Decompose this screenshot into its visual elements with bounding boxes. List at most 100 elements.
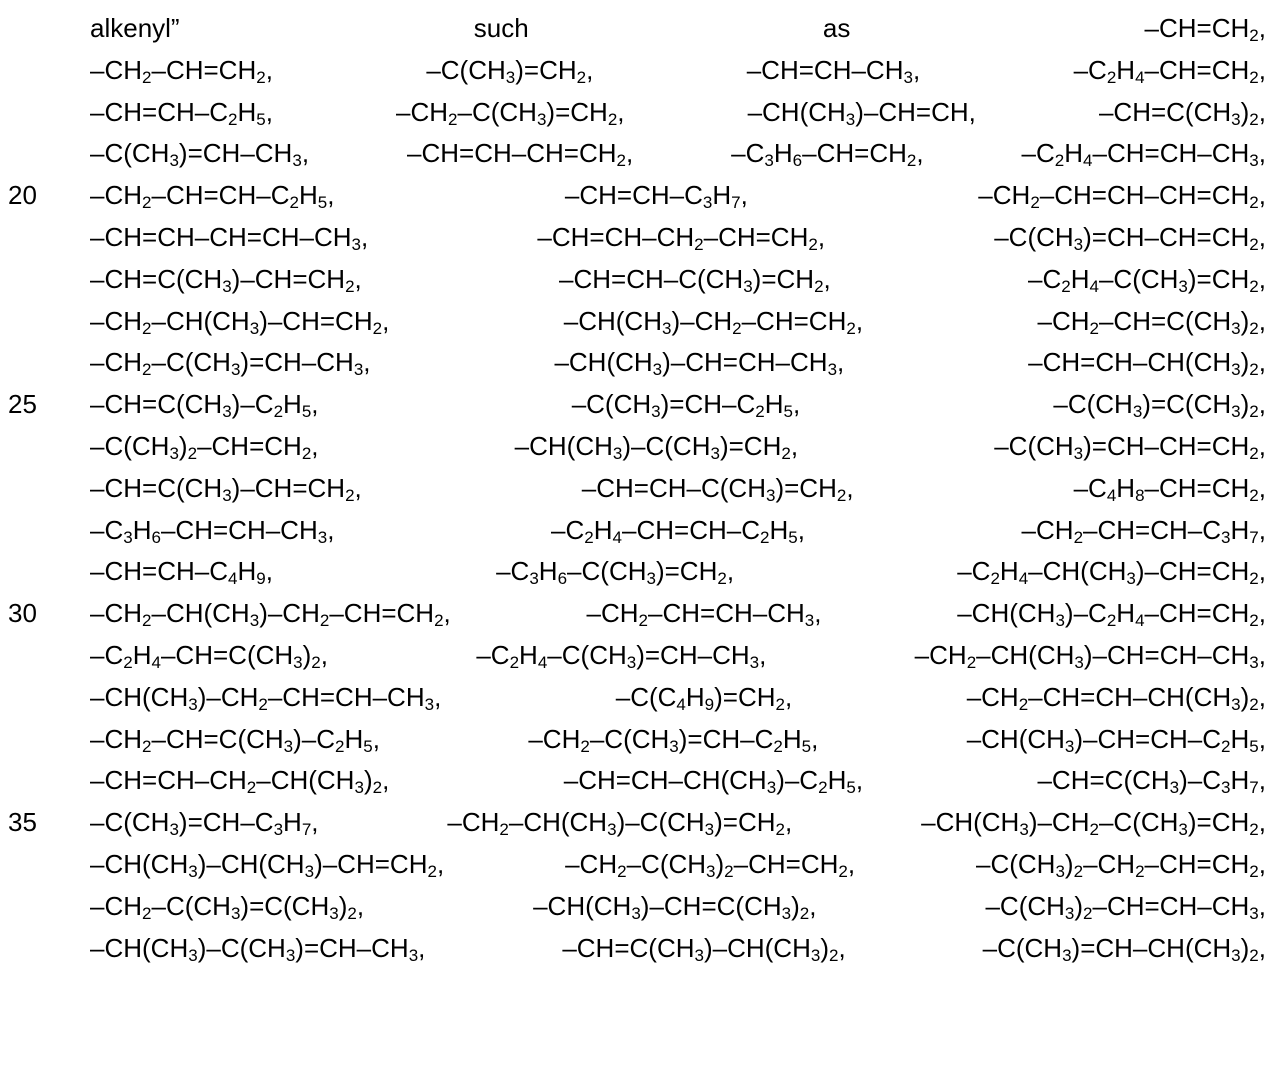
text-line: –CH2–CH(CH3)–CH=CH2, –CH(CH3)–CH2–CH=CH2,… [90, 301, 1266, 341]
text-line: –CH2–CH=CH2, –C(CH3)=CH2, –CH=CH–CH3, –C2H4… [90, 50, 1266, 90]
formula-item: –CH(CH3)–CH=C(CH3)2, [533, 890, 817, 923]
text-line: –CH2–CH=CH–C2H5,–CH=CH–C3H7,–CH2–CH=CH–C… [90, 175, 1266, 215]
formula-item: –CH2–CH(CH3)–C(CH3)=CH2, [447, 807, 793, 840]
formula-item: –C(CH3)2–CH2–CH=CH2, [976, 849, 1266, 881]
formula-item: –C4H8–CH=CH2, [1073, 472, 1266, 505]
formula-item: –C2H4–CH=CH–CH3, [1021, 138, 1266, 171]
formula-item: –C(CH3)=CH2, [426, 54, 594, 87]
formula-item: –CH2–CH(CH3)–CH2–CH=CH2, [90, 598, 451, 631]
formula-item: –C2H4–CH=C(CH3)2, [90, 640, 328, 672]
formula-item: –CH2–CH(CH3)–CH=CH–CH3, [914, 640, 1266, 672]
formula-item: –CH(CH3)–CH=CH–CH3, [554, 347, 845, 380]
formula-item: –CH2–C(CH3)=CH2, [396, 96, 625, 129]
formula-item: –CH=CH–C(CH3)=CH2, [581, 472, 854, 505]
formula-item: –CH(CH3)–CH(CH3)–CH=CH2, [90, 849, 445, 881]
formula-item: –CH(CH3)–CH2–C(CH3)=CH2, [921, 807, 1266, 840]
formula-item: –CH=CH–CH3, [746, 54, 921, 87]
formula-item: –C2H4–C(CH3)=CH2, [1028, 263, 1266, 296]
text-line: alkenyl” such as –CH=CH2, [90, 8, 1266, 48]
formula-item: –C3H6–C(CH3)=CH2, [496, 556, 735, 589]
formula-item: –CH=CH2, [1144, 13, 1266, 45]
formula-item: –CH2–CH=C(CH3)–C2H5, [90, 723, 380, 756]
text-line: –C(CH3)=CH–CH3, –CH=CH–CH=CH2, –C3H6–CH=CH… [90, 133, 1266, 173]
formula-item: –CH=C(CH3)–CH=CH2, [90, 263, 362, 296]
formula-item: –C(CH3)=CH–CH=CH2, [994, 431, 1266, 463]
formula-item: –CH2–CH(CH3)–CH=CH2, [90, 305, 390, 338]
formula-item: –CH=C(CH3)2, [1098, 96, 1266, 129]
formula-item: –CH(CH3)–CH=CH, [747, 96, 976, 129]
formula-item: as [822, 13, 851, 43]
formula-item: –C3H6–CH=CH2, [731, 138, 924, 171]
text-line: –CH2–CH=C(CH3)–C2H5, –CH2–C(CH3)=CH–C2H5,… [90, 719, 1266, 759]
text-line: –CH=C(CH3)–C2H5, –C(CH3)=CH–C2H5, –C(CH3)=… [90, 384, 1266, 424]
text-line: –CH=C(CH3)–CH=CH2, –CH=CH–C(CH3)=CH2, –C4H… [90, 468, 1266, 508]
formula-item: –CH2–CH=CH2, [90, 54, 273, 87]
formula-item: –CH=CH–C4H9, [90, 556, 273, 589]
text-line: –C3H6–CH=CH–CH3, –C2H4–CH=CH–C2H5, –CH2–CH… [90, 510, 1266, 550]
formula-item: –CH=CH–CH=CH–CH3, [90, 222, 369, 254]
margin-line-number: 35 [8, 807, 37, 838]
formula-item: –C(CH3)=CH–C3H7, [90, 807, 319, 840]
formula-item: –C2H4–CH=CH–C2H5, [551, 514, 805, 547]
formula-item: –CH=CH–CH(CH3)2, [1028, 347, 1266, 380]
formula-item: –CH2–C(CH3)=CH–CH3, [90, 347, 371, 380]
text-line: –CH2–CH(CH3)–CH2–CH=CH2, –CH2–CH=CH–CH3, –… [90, 593, 1266, 633]
formula-item: –C(CH3)2–CH=CH2, [90, 431, 319, 463]
formula-item: –C(CH3)=CH–CH=CH2, [994, 222, 1266, 254]
formula-item: –C2H4–C(CH3)=CH–CH3, [476, 640, 767, 672]
text-line: –CH=C(CH3)–CH=CH2, –CH=CH–C(CH3)=CH2, –C2H… [90, 259, 1266, 299]
text-line: –C2H4–CH=C(CH3)2, –C2H4–C(CH3)=CH–CH3, –CH… [90, 635, 1266, 675]
text-line: –CH2–C(CH3)=CH–CH3, –CH(CH3)–CH=CH–CH3, –C… [90, 342, 1266, 382]
formula-item: –CH(CH3)–CH=CH–C2H5, [966, 723, 1266, 756]
formula-item: –C2H4–CH=CH2, [1073, 54, 1266, 87]
formula-item: –CH2–CH=CH–CH3, [586, 598, 822, 631]
formula-item: –CH=CH–C3H7, [564, 180, 748, 213]
formula-item: –C(CH3)2–CH=CH–CH3, [985, 890, 1266, 923]
formula-item: –C3H6–CH=CH–CH3, [90, 514, 335, 547]
formula-item: –CH2–CH=CH–CH(CH3)2, [966, 681, 1266, 714]
text-line: –CH2–C(CH3)=C(CH3)2, –CH(CH3)–CH=C(CH3)2,… [90, 886, 1266, 926]
formula-item: –CH2–CH=CH–C3H7, [1021, 514, 1266, 547]
formula-item: –CH=CH–CH(CH3)–C2H5, [563, 765, 864, 798]
formula-item: –CH2–C(CH3)2–CH=CH2, [565, 849, 856, 881]
text-line: –CH(CH3)–CH(CH3)–CH=CH2, –CH2–C(CH3)2–CH=… [90, 844, 1266, 884]
formula-item: –CH=CH–CH2–CH(CH3)2, [90, 765, 390, 798]
formula-item: –CH=CH–C(CH3)=CH2, [559, 263, 831, 296]
formula-item: –CH(CH3)–C(CH3)=CH2, [514, 431, 799, 463]
formula-item: –C(CH3)=C(CH3)2, [1053, 389, 1266, 422]
formula-item: –CH=CH–CH2–CH=CH2, [537, 222, 826, 254]
text-line: –CH(CH3)–C(CH3)=CH–CH3, –CH=C(CH3)–CH(CH3… [90, 928, 1266, 968]
text-line: –CH(CH3)–CH2–CH=CH–CH3, –C(C4H9)=CH2, –CH2… [90, 677, 1266, 717]
formula-item: –CH=C(CH3)–C3H7, [1037, 765, 1266, 798]
text-line: –CH=CH–C4H9, –C3H6–C(CH3)=CH2, –C2H4–CH(CH… [90, 551, 1266, 591]
formula-item: –CH(CH3)–CH2–CH=CH–CH3, [90, 681, 442, 714]
formula-item: alkenyl” [90, 13, 180, 43]
formula-item: –CH=C(CH3)–CH(CH3)2, [562, 932, 846, 965]
text-line: –CH=CH–C2H5, –CH2–C(CH3)=CH2, –CH(CH3)–CH=… [90, 92, 1266, 132]
formula-item: –CH(CH3)–C2H4–CH=CH2, [957, 598, 1266, 631]
margin-line-number: 30 [8, 598, 37, 629]
formula-item: –CH(CH3)–CH2–CH=CH2, [563, 305, 864, 338]
formula-item: –CH2–C(CH3)=CH–C2H5, [528, 723, 819, 756]
formula-item: –C(C4H9)=CH2, [615, 681, 793, 714]
formula-item: –CH=CH–CH=CH2, [407, 138, 634, 171]
formula-item: –CH=CH–C2H5, [90, 96, 273, 129]
text-line: –C(CH3)=CH–C3H7, –CH2–CH(CH3)–C(CH3)=CH2,… [90, 802, 1266, 842]
formula-item: –CH2–C(CH3)=C(CH3)2, [90, 890, 365, 923]
formula-item: –C2H4–CH(CH3)–CH=CH2, [957, 556, 1266, 589]
formula-item: –C(CH3)=CH–CH(CH3)2, [982, 932, 1266, 965]
formula-item: –CH=C(CH3)–CH=CH2, [90, 472, 362, 505]
margin-line-number: 25 [8, 389, 37, 420]
text-line: –CH=CH–CH2–CH(CH3)2, –CH=CH–CH(CH3)–C2H5,… [90, 760, 1266, 800]
formula-item: –CH2–CH=C(CH3)2, [1037, 305, 1266, 338]
formula-item: –CH2–CH=CH–C2H5, [90, 180, 335, 213]
margin-line-number: 20 [8, 180, 37, 211]
formula-item: –C(CH3)=CH–CH3, [90, 138, 310, 171]
formula-item: such [473, 13, 529, 43]
formula-item: –CH(CH3)–C(CH3)=CH–CH3, [90, 932, 426, 965]
formula-item: –C(CH3)=CH–C2H5, [571, 389, 801, 422]
text-line: –C(CH3)2–CH=CH2, –CH(CH3)–C(CH3)=CH2, –C(C… [90, 426, 1266, 466]
formula-item: –CH=C(CH3)–C2H5, [90, 389, 319, 422]
text-line: –CH=CH–CH=CH–CH3, –CH=CH–CH2–CH=CH2, –C(CH… [90, 217, 1266, 257]
